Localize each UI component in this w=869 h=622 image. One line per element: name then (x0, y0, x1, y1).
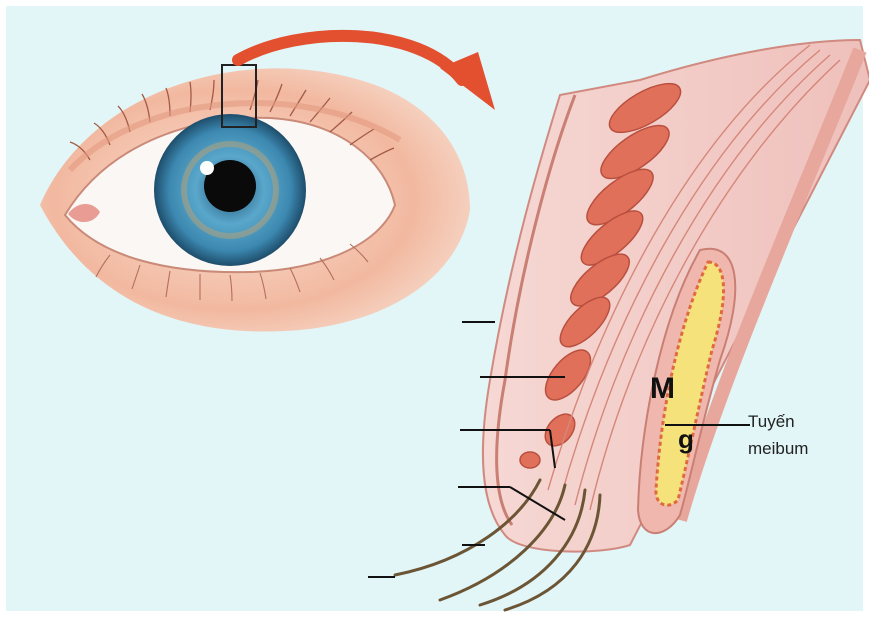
meibomian-gland-label-line2: meibum (748, 435, 808, 462)
pupil-highlight (200, 161, 214, 175)
g-label: g (678, 424, 694, 455)
meibomian-gland-label-line1: Tuyến (748, 408, 808, 435)
m-label: M (650, 372, 674, 406)
meibomian-gland-label: Tuyến meibum (748, 408, 808, 462)
